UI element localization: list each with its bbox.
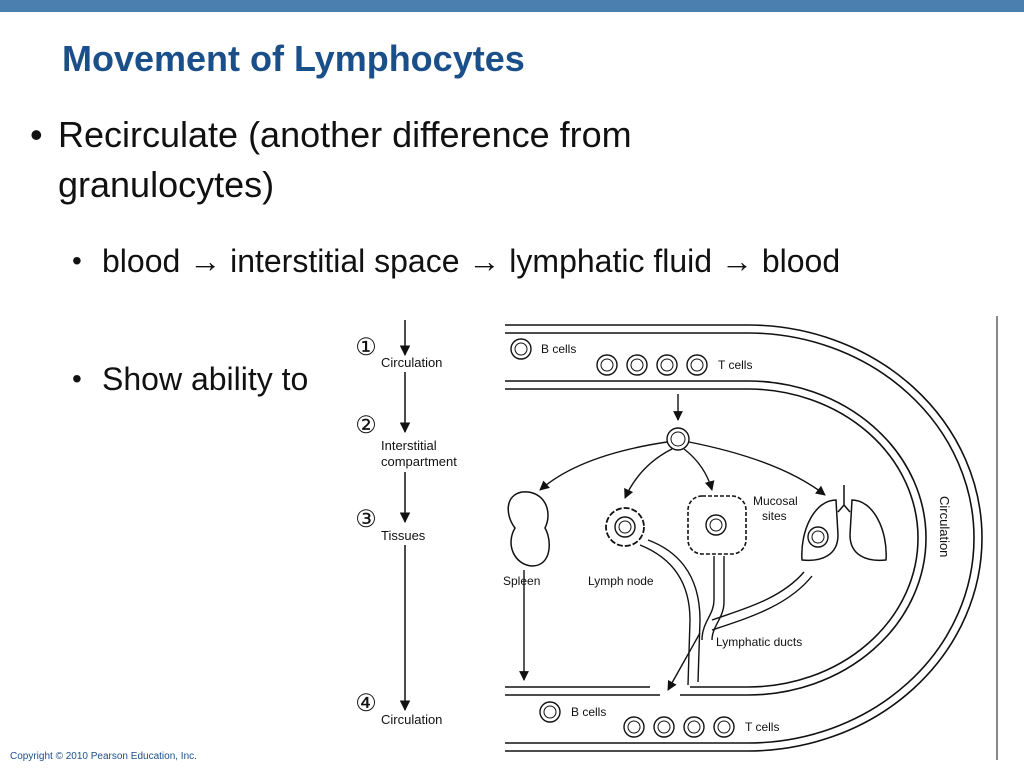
step-2-label-line2: compartment: [381, 454, 457, 469]
top-b-cells-label: B cells: [541, 342, 576, 356]
spleen-icon: [507, 491, 550, 567]
circulation-vessel: [505, 324, 983, 752]
step-2-label-line1: Interstitial: [381, 438, 437, 453]
distribution-arrows: [539, 441, 826, 499]
lungs-icon: [801, 485, 887, 562]
bullet-marker: •: [30, 114, 43, 155]
lymphocyte-recirculation-diagram: ① Circulation ② Interstitial compartment…: [340, 310, 1024, 762]
bottom-b-cells-label: B cells: [571, 705, 606, 719]
top-t-cells: [596, 354, 708, 376]
lymphatic-ducts: [639, 539, 813, 686]
mucosal-label-line2: sites: [762, 509, 787, 523]
interstitial-lymphocyte: [666, 427, 690, 451]
step-4-number: ④: [355, 690, 377, 717]
step-timeline: ① Circulation ② Interstitial compartment…: [355, 320, 457, 727]
bullet-recirculate: • Recirculate (another difference from g…: [30, 110, 790, 210]
copyright-footer: Copyright © 2010 Pearson Education, Inc.: [10, 751, 197, 762]
bullet-text: blood → interstitial space → lymphatic f…: [102, 243, 841, 279]
intestine-icon: [687, 495, 747, 555]
step-2-number: ②: [355, 412, 377, 439]
bullet-marker: •: [72, 363, 82, 394]
top-accent-bar: [0, 0, 1024, 12]
bullet-marker: •: [72, 245, 82, 276]
step-3-label: Tissues: [381, 528, 426, 543]
top-b-cell: [510, 338, 532, 360]
step-3-number: ③: [355, 506, 377, 533]
subbullet-pathway: • blood → interstitial space → lymphatic…: [72, 238, 952, 284]
lymph-node-icon: [605, 507, 645, 547]
spleen-label: Spleen: [503, 574, 540, 588]
slide-title: Movement of Lymphocytes: [62, 38, 525, 79]
step-1-label: Circulation: [381, 355, 442, 370]
bullet-text: Recirculate (another difference from gra…: [58, 114, 632, 205]
top-t-cells-label: T cells: [718, 358, 752, 372]
bottom-b-cell: [539, 701, 561, 723]
bullet-text: Show ability to: [102, 361, 309, 397]
lymph-node-label: Lymph node: [588, 574, 654, 588]
step-1-number: ①: [355, 334, 377, 361]
lymphatic-ducts-label: Lymphatic ducts: [716, 635, 802, 649]
subbullet-ability: • Show ability to: [72, 356, 952, 402]
bottom-t-cells-label: T cells: [745, 720, 779, 734]
step-4-label: Circulation: [381, 712, 442, 727]
mucosal-label-line1: Mucosal: [753, 494, 798, 508]
bottom-t-cells: [623, 716, 735, 738]
circulation-side-label: Circulation: [937, 496, 952, 557]
